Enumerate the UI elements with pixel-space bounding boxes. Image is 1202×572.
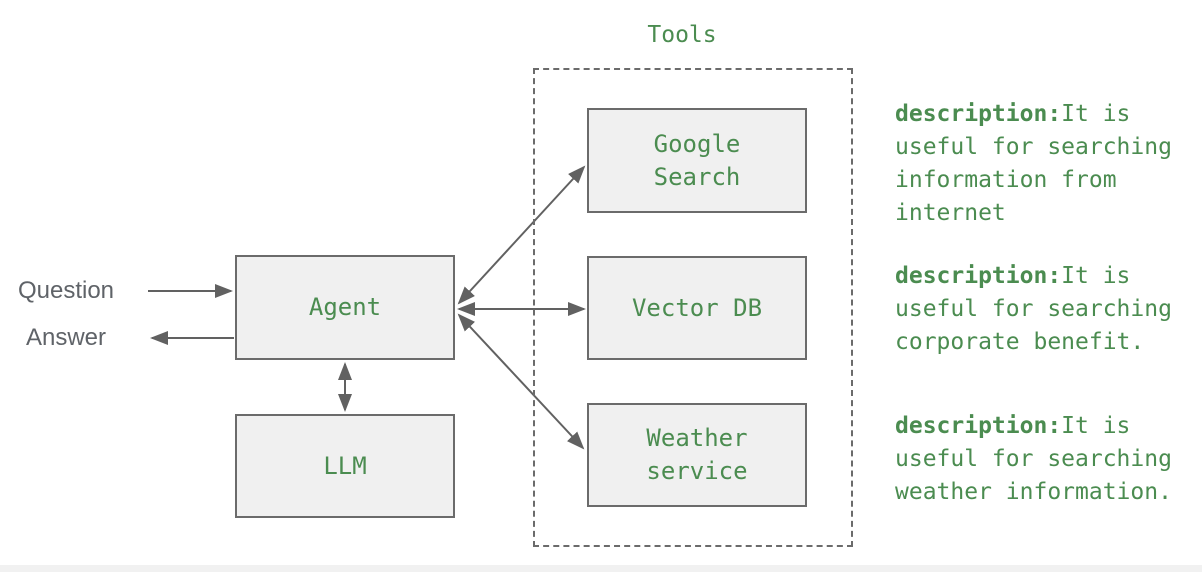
description-key: description: [895, 263, 1062, 289]
tools-group-frame [533, 68, 853, 547]
tools-group-title: Tools [647, 22, 717, 48]
description-text: It is useful for searching information f… [895, 101, 1172, 226]
vector-db-description: description:It is useful for searching c… [895, 260, 1190, 359]
description-key: description: [895, 413, 1062, 439]
question-label: Question [17, 277, 115, 304]
google-search-description: description:It is useful for searching i… [895, 98, 1190, 230]
google-search-node: Google Search [587, 108, 807, 213]
agent-node: Agent [235, 255, 455, 360]
vector-db-node: Vector DB [587, 256, 807, 360]
bottom-edge-strip [0, 565, 1202, 572]
description-text: It is useful for searching corporate ben… [895, 263, 1172, 355]
weather-service-description: description:It is useful for searching w… [895, 410, 1190, 509]
weather-service-node: Weather service [587, 403, 807, 507]
description-text: It is useful for searching weather infor… [895, 413, 1172, 505]
llm-node: LLM [235, 414, 455, 518]
answer-label: Answer [25, 324, 107, 351]
description-key: description: [895, 101, 1062, 127]
